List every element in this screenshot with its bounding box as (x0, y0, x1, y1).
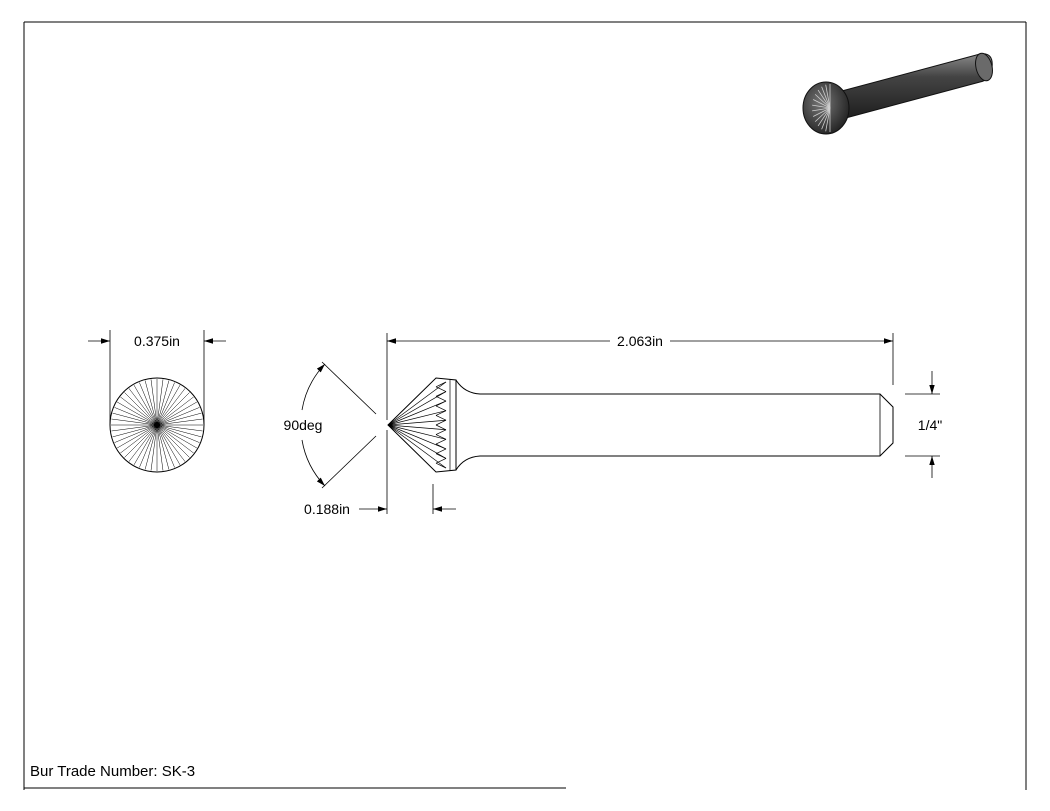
render-flute (812, 104, 831, 109)
flute-line (111, 418, 158, 426)
flute-edge (387, 424, 447, 469)
flute-line (156, 418, 203, 426)
flute-line (156, 424, 202, 438)
flute-line (156, 412, 202, 426)
end-view (109, 377, 205, 473)
diameter-dimension: 0.375in (88, 330, 226, 425)
flute-line (156, 424, 175, 468)
isometric-render (802, 52, 993, 135)
flute-line (139, 424, 158, 468)
shank-diameter-dimension: 1/4" (905, 371, 942, 478)
tooth-edge (435, 424, 447, 431)
tooth-edge (435, 410, 447, 416)
tooth-edge (435, 386, 447, 392)
tooth-edge (435, 391, 447, 397)
flute-line (156, 424, 181, 465)
angle-dimension: 90deg (284, 361, 377, 489)
trade-number-label: Bur Trade Number: SK-3 (30, 763, 195, 780)
flute-line (156, 424, 190, 458)
render-flute (821, 86, 831, 109)
tooth-edge (435, 458, 447, 464)
flute-line (133, 424, 158, 465)
render-flute (825, 84, 831, 109)
flute-line (150, 424, 158, 471)
flute-line (156, 424, 186, 462)
flute-line (156, 392, 190, 426)
drawing-frame (23, 21, 1027, 790)
render-flute (814, 94, 831, 109)
flute-edge (387, 424, 447, 440)
flute-edge (387, 381, 447, 426)
render-flute (812, 99, 831, 109)
tooth-edge (435, 415, 447, 421)
head-length-dimension: 0.188in (304, 484, 456, 517)
render-flute (812, 107, 831, 117)
flute-line (124, 424, 158, 458)
tooth-edge (435, 381, 447, 388)
flute-line (139, 382, 158, 426)
flute-line (124, 392, 158, 426)
flute-line (156, 396, 194, 426)
overall-length-label: 2.063in (617, 333, 663, 349)
flute-line (156, 424, 170, 470)
render-flute (825, 107, 831, 132)
flute-line (111, 424, 158, 432)
tooth-edge (435, 405, 447, 411)
flute-line (156, 424, 197, 449)
flute-line (114, 424, 158, 443)
render-flute (812, 107, 831, 112)
flute-edge (387, 419, 447, 426)
flute-line (144, 380, 158, 426)
tooth-edge (435, 439, 447, 445)
flute-line (156, 424, 164, 471)
tooth-edge (435, 434, 447, 440)
tooth-edge (435, 419, 447, 426)
flute-line (128, 424, 158, 462)
flute-edge (387, 410, 447, 426)
tooth-edge (435, 462, 447, 469)
flute-line (133, 385, 158, 426)
head-length-label: 0.188in (304, 501, 350, 517)
flute-line (156, 424, 194, 454)
render-flute (817, 107, 831, 127)
tooth-edge (435, 396, 447, 402)
flute-line (156, 385, 181, 426)
flute-line (112, 412, 158, 426)
flute-line (156, 401, 197, 426)
flute-line (156, 424, 203, 432)
flute-line (114, 407, 158, 426)
flute-line (117, 401, 158, 426)
tooth-edge (435, 429, 447, 435)
flute-line (117, 424, 158, 449)
render-flute (814, 107, 831, 122)
flute-line (120, 396, 158, 426)
flute-edge (387, 391, 447, 426)
flute-line (156, 380, 170, 426)
render-flute (821, 107, 831, 130)
tooth-edge (435, 448, 447, 454)
flute-edge (387, 400, 447, 426)
flute-line (112, 424, 158, 438)
flute-line (128, 388, 158, 426)
flute-edge (387, 424, 447, 450)
flute-line (120, 424, 158, 454)
diameter-label: 0.375in (134, 333, 180, 349)
flute-line (156, 388, 186, 426)
overall-length-dimension: 2.063in (386, 333, 894, 514)
shank-diameter-label: 1/4" (918, 417, 942, 433)
flute-line (150, 379, 158, 426)
render-flute (817, 89, 831, 109)
side-view (387, 377, 894, 473)
flute-line (156, 407, 200, 426)
flute-line (156, 379, 164, 426)
flute-edge (387, 424, 447, 459)
flute-line (156, 424, 200, 443)
flute-line (156, 382, 175, 426)
tooth-edge (435, 400, 447, 407)
flute-edge (387, 424, 447, 431)
flute-line (144, 424, 158, 470)
angle-label: 90deg (284, 417, 323, 433)
